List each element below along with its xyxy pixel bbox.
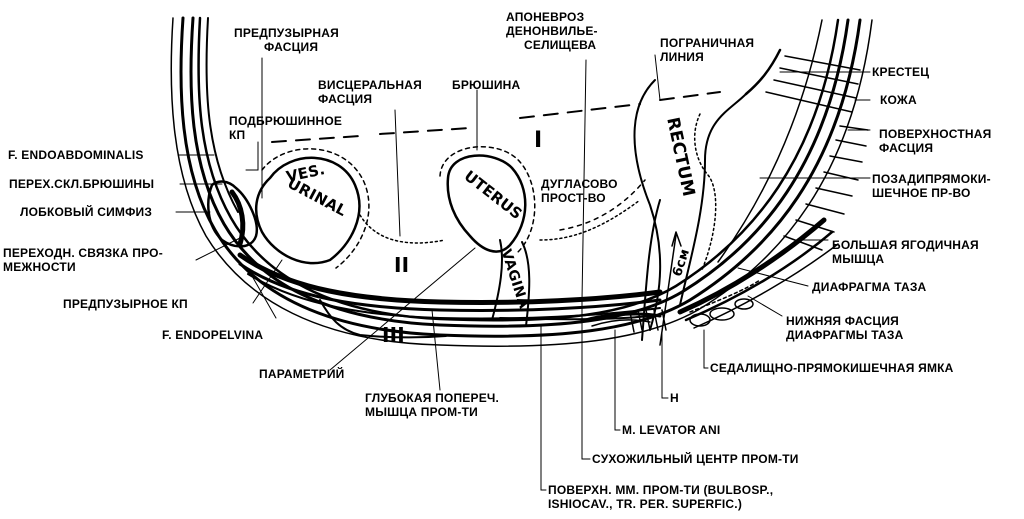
label-parametriy: ПАРАМЕТРИЙ [259,367,345,381]
label-line: ПЕРЕХОДН. СВЯЗКА ПРО- [3,246,163,260]
label-line: ФАСЦИЯ [879,141,934,155]
label-line: МЕЖНОСТИ [3,260,76,274]
label-suhozhilnyy-centr: СУХОЖИЛЬНЫЙ ЦЕНТР ПРОМ-ТИ [592,452,799,466]
label-line: ISHIOCAV., TR. PER. SUPERFIC.) [548,497,743,511]
label-nizhnyaya-fasciya: НИЖНЯЯ ФАСЦИЯ ДИАФРАГМЫ ТАЗА [786,314,904,342]
label-line: МЫШЦА ПРОМ-ТИ [365,405,478,419]
label-line: ШЕЧНОЕ ПР-ВО [872,186,971,200]
label-line: АПОНЕВРОЗ [506,10,585,24]
label-line: ДИАФРАГМЫ ТАЗА [786,328,904,342]
peritoneum-line [271,91,721,143]
fat-lobules [689,298,754,327]
label-line: ПОВЕРХНОСТНАЯ [879,127,992,141]
label-kozha: КОЖА [880,93,917,107]
label-predpuzyrnaya-fasciya: ПРЕДПУЗЫРНАЯ ФАСЦИЯ [234,26,339,54]
roman-2-label: II [394,253,410,277]
visceral-fascia [359,179,646,244]
roman-1-label: I [534,128,543,153]
label-line: ДЕНОНВИЛЬЕ- [506,24,598,38]
sphincter-region [578,309,667,333]
label-line: ПОЗАДИПРЯМОКИ- [872,172,991,186]
label-line: КП [229,128,246,142]
label-line: ЛИНИЯ [660,50,704,64]
label-naruzhnyy-sfinkter: Н [670,391,679,405]
label-line: БОЛЬШАЯ ЯГОДИЧНАЯ [832,238,979,252]
label-line: МЫШЦА [832,252,885,266]
label-bryushina: БРЮШИНА [452,78,521,92]
label-line: ФАСЦИЯ [264,40,319,54]
label-duglasovo: ДУГЛАСОВО ПРОСТ-ВО [541,177,618,205]
label-bolshaya-yagodichnaya: БОЛЬШАЯ ЯГОДИЧНАЯ МЫШЦА [832,238,979,266]
outer-skin-layers [170,16,873,347]
label-pozadipryamokishechnoe: ПОЗАДИПРЯМОКИ- ШЕЧНОЕ ПР-ВО [872,172,991,200]
label-sedalishchno: СЕДАЛИЩНО-ПРЯМОКИШЕЧНАЯ ЯМКА [710,361,954,375]
label-pogranichnaya-liniya: ПОГРАНИЧНАЯ ЛИНИЯ [660,36,754,64]
label-glubokaya: ГЛУБОКАЯ ПОПЕРЕЧ. МЫШЦА ПРОМ-ТИ [365,391,499,419]
urinary-bladder [254,148,370,269]
label-line: СЕЛИЩЕВА [524,38,597,52]
label-visceralnaya-fasciya: ВИСЦЕРАЛЬНАЯ ФАСЦИЯ [318,78,422,106]
leader-lines [175,54,871,491]
label-aponevroz: АПОНЕВРОЗ ДЕНОНВИЛЬЕ- СЕЛИЩЕВА [506,10,598,52]
label-line: ПОГРАНИЧНАЯ [660,36,755,50]
label-poverhn-mm: ПОВЕРХН. ММ. ПРОМ-ТИ (BULBOSP., ISHIOCAV… [548,483,773,511]
label-perehodn-svyazka: ПЕРЕХОДН. СВЯЗКА ПРО- МЕЖНОСТИ [3,246,163,274]
label-line: ПОВЕРХН. ММ. ПРОМ-ТИ (BULBOSP., [548,483,774,497]
label-line: ФАСЦИЯ [318,92,373,106]
label-lobkovyy-simfiz: ЛОБКОВЫЙ СИМФИЗ [20,205,153,219]
roman-3-label: III [382,323,405,347]
label-podbryushinnoe-kp: ПОДБРЮШИННОЕ КП [229,114,342,142]
label-diafragma-taza: ДИАФРАГМА ТАЗА [812,280,927,294]
label-line: ВИСЦЕРАЛЬНАЯ [318,78,422,92]
label-line: ПРЕДПУЗЫРНАЯ [234,26,339,40]
label-f-endopelvina: F. ENDOPELVINA [162,328,264,342]
perineal-muscle-layers [237,252,663,339]
label-f-endoabdominalis: F. ENDOABDOMINALIS [8,148,144,162]
label-poverhnostnaya-fasciya: ПОВЕРХНОСТНАЯ ФАСЦИЯ [879,127,991,155]
pubic-symphysis [207,180,259,248]
label-levator-ani: M. LEVATOR ANI [622,423,721,437]
uterus [439,145,536,253]
pelvic-diaphragm [677,217,839,329]
label-line: ДУГЛАСОВО [541,177,618,191]
label-krestec: КРЕСТЕЦ [872,65,930,79]
label-line: ПРОСТ-ВО [541,191,606,205]
label-pereh-skl: ПЕРЕХ.СКЛ.БРЮШИНЫ [9,177,155,191]
label-line: ГЛУБОКАЯ ПОПЕРЕЧ. [365,391,500,405]
label-predpuzyrnoe-kp: ПРЕДПУЗЫРНОЕ КП [63,297,188,311]
six-cm-arrow [659,231,682,346]
label-line: ПОДБРЮШИННОЕ [229,114,343,128]
label-line: НИЖНЯЯ ФАСЦИЯ [786,314,899,328]
